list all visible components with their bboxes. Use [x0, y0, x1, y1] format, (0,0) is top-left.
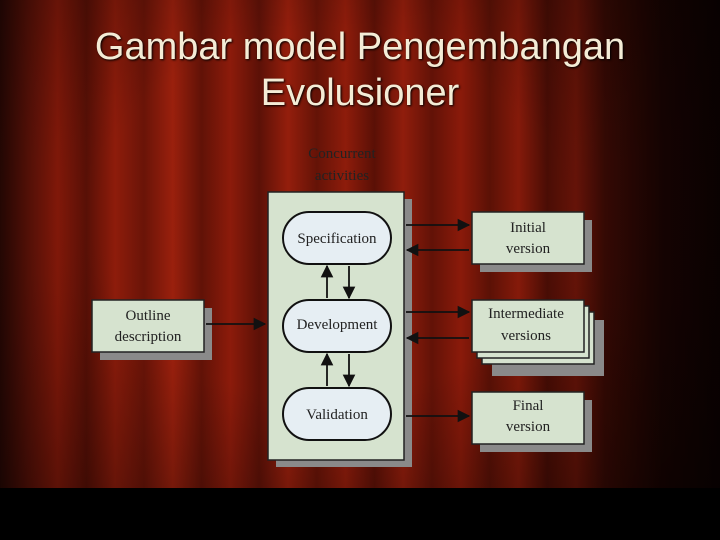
outline-label-line-1: Outline — [126, 308, 171, 324]
intermediate-label-line-2: versions — [501, 328, 551, 344]
development-label: Development — [297, 317, 379, 333]
intermediate-label-line-1: Intermediate — [488, 306, 564, 322]
validation-label: Validation — [306, 407, 368, 423]
outline-label-line-2: description — [115, 329, 182, 345]
concurrent-label-line-1: Concurrent — [308, 146, 376, 162]
specification-label: Specification — [297, 231, 377, 247]
initial-label-line-1: Initial — [510, 220, 546, 236]
initial-label-line-2: version — [506, 241, 551, 257]
concurrent-label-line-2: activities — [315, 168, 369, 184]
final-label-line-2: version — [506, 419, 551, 435]
final-label-line-1: Final — [513, 398, 544, 414]
